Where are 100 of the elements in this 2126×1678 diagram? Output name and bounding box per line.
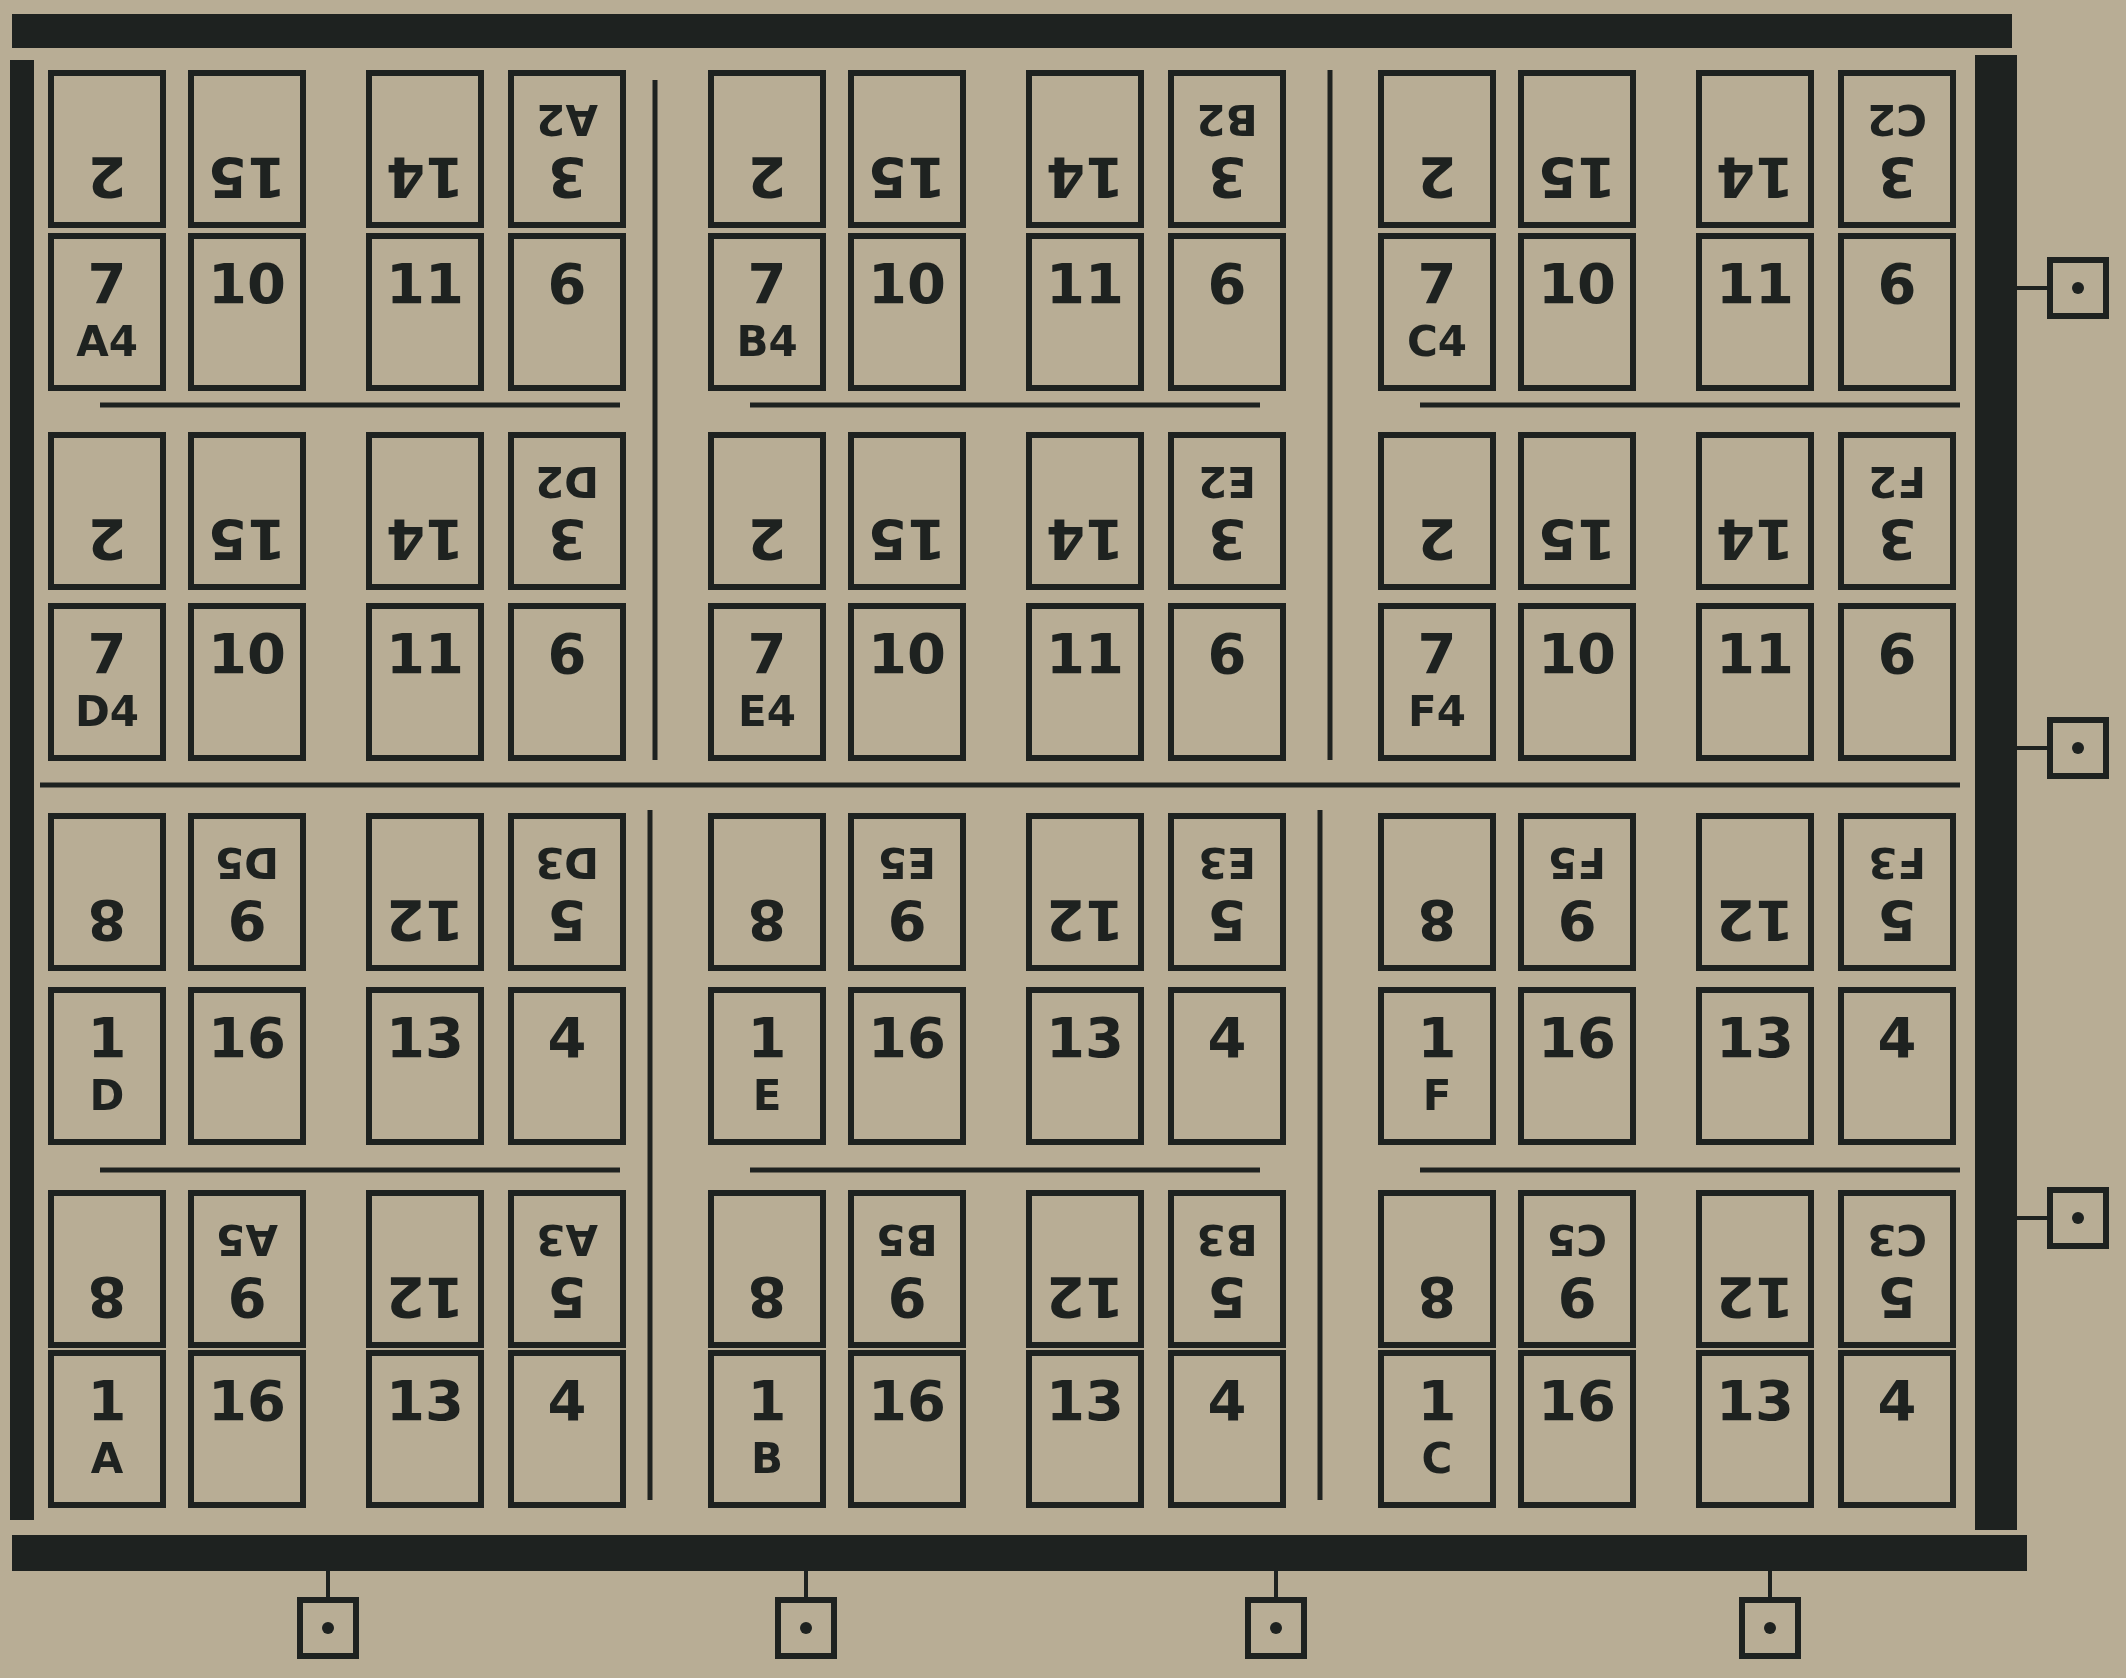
page-box [366, 987, 484, 1145]
page-box [508, 987, 626, 1145]
page-number: 1 [747, 1007, 787, 1069]
page-box [848, 1190, 966, 1348]
page-box [48, 70, 166, 228]
page-box [366, 1350, 484, 1508]
page-box [188, 987, 306, 1145]
page-box [1026, 603, 1144, 761]
page-box [848, 233, 966, 391]
page-box [848, 432, 966, 590]
page-number: 2 [1417, 508, 1457, 570]
page-number: 6 [1207, 623, 1247, 685]
page-number: 4 [1877, 1370, 1917, 1432]
page-box [188, 432, 306, 590]
page-box [708, 432, 826, 590]
page-box [48, 603, 166, 761]
page-number: 8 [87, 889, 127, 951]
page-box [1696, 1350, 1814, 1508]
page-number: 11 [1046, 623, 1124, 685]
page-number: 3 [547, 508, 587, 570]
page-number: 3 [547, 146, 587, 208]
page-number: 9 [887, 1266, 927, 1328]
page-number: 1 [1417, 1007, 1457, 1069]
page-number: 5 [547, 889, 587, 951]
page-number: 12 [1046, 1266, 1124, 1328]
page-number: 1 [1417, 1370, 1457, 1432]
page-number: 11 [1046, 253, 1124, 315]
page-box [1696, 233, 1814, 391]
page-number: 4 [547, 1370, 587, 1432]
page-number: 10 [208, 623, 286, 685]
page-box [1168, 70, 1286, 228]
page-box [1518, 1190, 1636, 1348]
page-number: 2 [87, 146, 127, 208]
page-number: 8 [87, 1266, 127, 1328]
page-box [1696, 813, 1814, 971]
page-box [848, 987, 966, 1145]
signature-mark: A2 [536, 96, 598, 143]
signature-mark: E5 [878, 839, 936, 886]
page-box [1378, 813, 1496, 971]
page-box [366, 603, 484, 761]
page-number: 7 [1417, 253, 1457, 315]
page-number: 7 [87, 623, 127, 685]
page-box [366, 1190, 484, 1348]
signature-mark: C [1421, 1435, 1453, 1482]
page-box [188, 70, 306, 228]
page-number: 8 [747, 889, 787, 951]
page-box [708, 603, 826, 761]
page-number: 11 [1716, 623, 1794, 685]
page-number: 9 [227, 1266, 267, 1328]
page-box [1518, 233, 1636, 391]
signature-mark: F3 [1868, 839, 1926, 886]
signature-mark: F2 [1868, 458, 1926, 505]
page-box [366, 70, 484, 228]
signature-mark: E3 [1198, 839, 1256, 886]
page-box [708, 70, 826, 228]
page-number: 16 [868, 1370, 946, 1432]
page-box [708, 233, 826, 391]
page-box [848, 70, 966, 228]
page-number: 16 [208, 1007, 286, 1069]
page-number: 1 [87, 1007, 127, 1069]
page-number: 9 [1557, 1266, 1597, 1328]
page-box [848, 813, 966, 971]
page-number: 4 [1877, 1007, 1917, 1069]
page-box [1026, 233, 1144, 391]
page-box [1838, 987, 1956, 1145]
page-number: 4 [547, 1007, 587, 1069]
page-box [1168, 432, 1286, 590]
page-number: 16 [1538, 1370, 1616, 1432]
page-number: 5 [1207, 1266, 1247, 1328]
page-number: 13 [386, 1370, 464, 1432]
page-number: 15 [1538, 146, 1616, 208]
page-number: 2 [747, 508, 787, 570]
signature-mark: B5 [876, 1216, 938, 1263]
page-box [188, 1190, 306, 1348]
page-number: 15 [868, 146, 946, 208]
page-number: 11 [1716, 253, 1794, 315]
page-box [1026, 70, 1144, 228]
page-number: 2 [87, 508, 127, 570]
page-box [1518, 432, 1636, 590]
page-box [1378, 432, 1496, 590]
signature-mark: A3 [536, 1216, 598, 1263]
page-box [366, 813, 484, 971]
page-box [1378, 1350, 1496, 1508]
page-box [1168, 987, 1286, 1145]
page-number: 6 [1207, 253, 1247, 315]
page-box [1696, 603, 1814, 761]
page-number: 15 [208, 146, 286, 208]
page-box [188, 603, 306, 761]
page-box [1518, 1350, 1636, 1508]
page-box [508, 1350, 626, 1508]
page-number: 12 [1046, 889, 1124, 951]
signature-mark: D4 [74, 688, 140, 735]
page-number: 15 [868, 508, 946, 570]
signature-mark: F5 [1548, 839, 1606, 886]
page-box [508, 70, 626, 228]
page-box [48, 1190, 166, 1348]
page-number: 7 [747, 623, 787, 685]
page-number: 12 [1716, 889, 1794, 951]
page-number: 11 [386, 623, 464, 685]
page-box [848, 1350, 966, 1508]
